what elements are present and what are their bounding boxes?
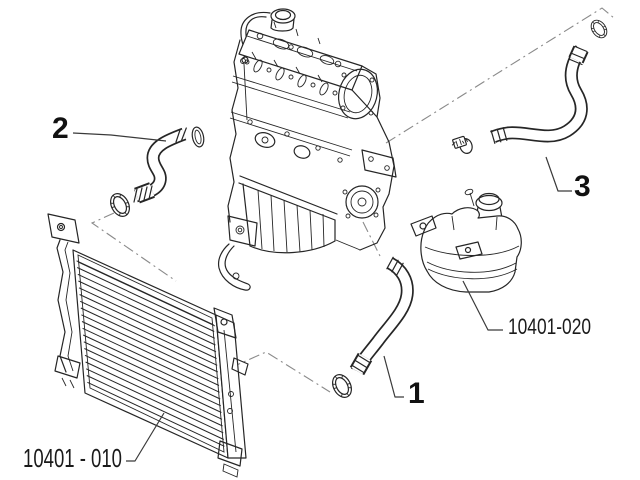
callout-1-label[interactable]: 1 xyxy=(408,377,425,410)
leader-lines xyxy=(72,132,572,462)
callout-3-label[interactable]: 3 xyxy=(574,170,591,203)
hose-2-drawing xyxy=(133,127,187,204)
hose-3-drawing xyxy=(490,45,589,144)
hose-1-drawing xyxy=(349,256,414,376)
hose-1-clamp xyxy=(328,370,356,402)
o-ring-seal-2 xyxy=(191,126,205,148)
hose-3-upper-clamp xyxy=(587,16,611,42)
hose-3-worm-clamp xyxy=(451,135,473,154)
engine-assembly-drawing xyxy=(217,8,397,291)
callout-2-label[interactable]: 2 xyxy=(52,112,69,145)
head-studs xyxy=(244,51,338,96)
expansion-tank-drawing xyxy=(410,188,522,293)
part-number-expansion-tank[interactable]: 10401-020 xyxy=(508,314,591,339)
hose-2-clamp xyxy=(106,189,134,221)
radiator-drawing xyxy=(47,213,249,478)
part-number-radiator[interactable]: 10401 - 010 xyxy=(23,443,122,473)
radiator-core-fins xyxy=(76,260,225,447)
construction-lines xyxy=(90,7,615,393)
